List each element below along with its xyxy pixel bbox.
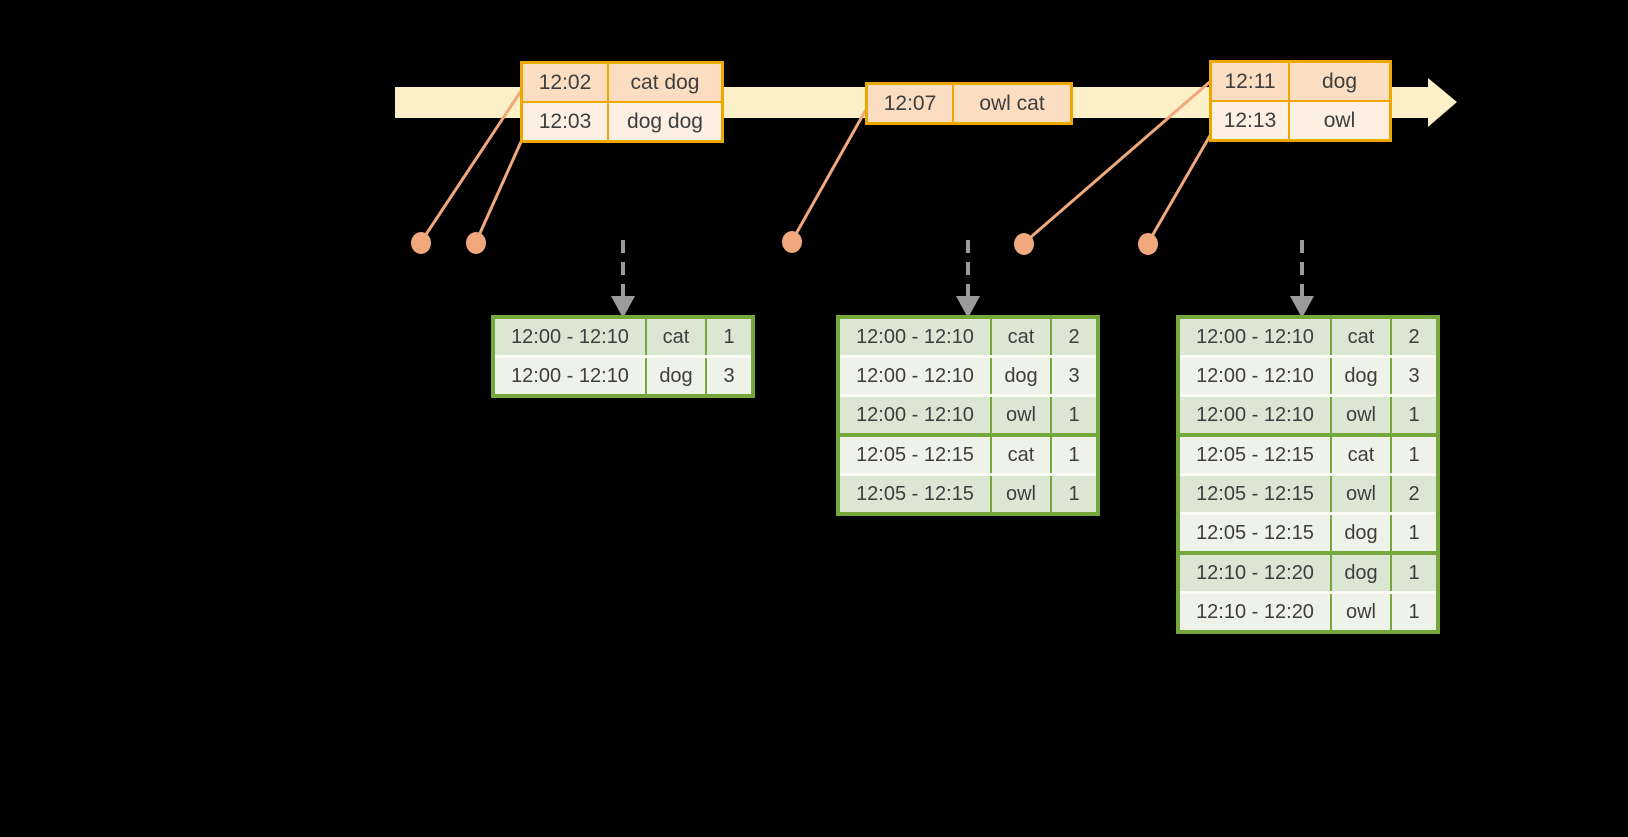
event-row: 12:02 cat dog xyxy=(523,64,721,101)
word-value: owl xyxy=(990,476,1052,512)
result-row: 12:00 - 12:10 dog 3 xyxy=(495,355,751,394)
count-value: 1 xyxy=(1392,515,1436,551)
word-value: cat xyxy=(1330,319,1392,355)
window-range: 12:00 - 12:10 xyxy=(495,358,645,394)
result-row: 12:00 - 12:10 owl 1 xyxy=(1180,394,1436,433)
result-row: 12:05 - 12:15 owl 2 xyxy=(1180,473,1436,512)
word-value: dog xyxy=(1330,555,1392,591)
count-value: 1 xyxy=(1392,397,1436,433)
event-words: dog xyxy=(1290,63,1389,100)
word-value: owl xyxy=(1330,397,1392,433)
result-table-3: 12:00 - 12:10 cat 2 12:00 - 12:10 dog 3 … xyxy=(1176,315,1440,634)
window-range: 12:05 - 12:15 xyxy=(840,437,990,473)
event-table-2: 12:07 owl cat xyxy=(865,82,1073,125)
result-row: 12:00 - 12:10 cat 2 xyxy=(1180,319,1436,355)
timeline-arrowhead-icon xyxy=(1428,78,1457,127)
count-value: 2 xyxy=(1392,476,1436,512)
count-value: 1 xyxy=(1052,437,1096,473)
result-row: 12:05 - 12:15 owl 1 xyxy=(840,473,1096,512)
event-time: 12:11 xyxy=(1212,63,1290,100)
connector-line xyxy=(474,132,527,243)
arrow-down-icon xyxy=(1290,296,1314,318)
count-value: 1 xyxy=(1052,476,1096,512)
arrow-down-icon xyxy=(611,296,635,318)
result-row: 12:05 - 12:15 cat 1 xyxy=(840,433,1096,473)
window-range: 12:00 - 12:10 xyxy=(840,358,990,394)
word-value: owl xyxy=(990,397,1052,433)
word-value: owl xyxy=(1330,594,1392,630)
window-range: 12:05 - 12:15 xyxy=(1180,476,1330,512)
word-value: cat xyxy=(1330,437,1392,473)
window-range: 12:05 - 12:15 xyxy=(1180,515,1330,551)
window-range: 12:10 - 12:20 xyxy=(1180,594,1330,630)
count-value: 1 xyxy=(1392,594,1436,630)
result-row: 12:00 - 12:10 dog 3 xyxy=(1180,355,1436,394)
window-range: 12:00 - 12:10 xyxy=(1180,397,1330,433)
event-time: 12:03 xyxy=(523,103,609,140)
event-time: 12:07 xyxy=(868,85,954,122)
event-time: 12:02 xyxy=(523,64,609,101)
result-row: 12:10 - 12:20 dog 1 xyxy=(1180,551,1436,591)
event-row: 12:03 dog dog xyxy=(523,101,721,140)
count-value: 1 xyxy=(1052,397,1096,433)
result-row: 12:00 - 12:10 owl 1 xyxy=(840,394,1096,433)
event-row: 12:13 owl xyxy=(1212,100,1389,139)
event-row: 12:07 owl cat xyxy=(868,85,1070,122)
event-dot xyxy=(1138,233,1158,255)
event-words: owl xyxy=(1290,102,1389,139)
result-table-1: 12:00 - 12:10 cat 1 12:00 - 12:10 dog 3 xyxy=(491,315,755,398)
event-row: 12:11 dog xyxy=(1212,63,1389,100)
window-range: 12:05 - 12:15 xyxy=(1180,437,1330,473)
count-value: 3 xyxy=(707,358,751,394)
event-dot xyxy=(411,232,431,254)
event-dots xyxy=(411,231,1158,255)
count-value: 2 xyxy=(1392,319,1436,355)
event-words: cat dog xyxy=(609,64,721,101)
result-row: 12:00 - 12:10 cat 1 xyxy=(495,319,751,355)
event-connector-lines xyxy=(419,78,1217,245)
event-time: 12:13 xyxy=(1212,102,1290,139)
window-range: 12:00 - 12:10 xyxy=(495,319,645,355)
window-range: 12:05 - 12:15 xyxy=(840,476,990,512)
count-value: 1 xyxy=(1392,555,1436,591)
window-range: 12:00 - 12:10 xyxy=(1180,358,1330,394)
window-range: 12:00 - 12:10 xyxy=(840,319,990,355)
word-value: cat xyxy=(645,319,707,355)
window-range: 12:00 - 12:10 xyxy=(1180,319,1330,355)
result-table-2: 12:00 - 12:10 cat 2 12:00 - 12:10 dog 3 … xyxy=(836,315,1100,516)
event-table-3: 12:11 dog 12:13 owl xyxy=(1209,60,1392,142)
event-dot xyxy=(466,232,486,254)
word-value: dog xyxy=(645,358,707,394)
count-value: 1 xyxy=(707,319,751,355)
result-row: 12:10 - 12:20 owl 1 xyxy=(1180,591,1436,630)
count-value: 2 xyxy=(1052,319,1096,355)
result-row: 12:00 - 12:10 cat 2 xyxy=(840,319,1096,355)
count-value: 3 xyxy=(1052,358,1096,394)
word-value: dog xyxy=(1330,358,1392,394)
event-words: dog dog xyxy=(609,103,721,140)
connector-line xyxy=(790,105,870,242)
word-value: owl xyxy=(1330,476,1392,512)
result-row: 12:05 - 12:15 dog 1 xyxy=(1180,512,1436,551)
word-value: cat xyxy=(990,437,1052,473)
count-value: 3 xyxy=(1392,358,1436,394)
connector-line xyxy=(419,87,525,243)
connector-line xyxy=(1023,78,1213,245)
word-value: cat xyxy=(990,319,1052,355)
event-table-1: 12:02 cat dog 12:03 dog dog xyxy=(520,61,724,143)
word-value: dog xyxy=(990,358,1052,394)
word-value: dog xyxy=(1330,515,1392,551)
connector-line xyxy=(1146,126,1217,244)
window-range: 12:10 - 12:20 xyxy=(1180,555,1330,591)
event-words: owl cat xyxy=(954,85,1070,122)
window-range: 12:00 - 12:10 xyxy=(840,397,990,433)
arrow-down-icon xyxy=(956,296,980,318)
event-dot xyxy=(1014,233,1034,255)
result-row: 12:00 - 12:10 dog 3 xyxy=(840,355,1096,394)
result-row: 12:05 - 12:15 cat 1 xyxy=(1180,433,1436,473)
trigger-arrows xyxy=(611,240,1314,318)
count-value: 1 xyxy=(1392,437,1436,473)
event-dot xyxy=(782,231,802,253)
